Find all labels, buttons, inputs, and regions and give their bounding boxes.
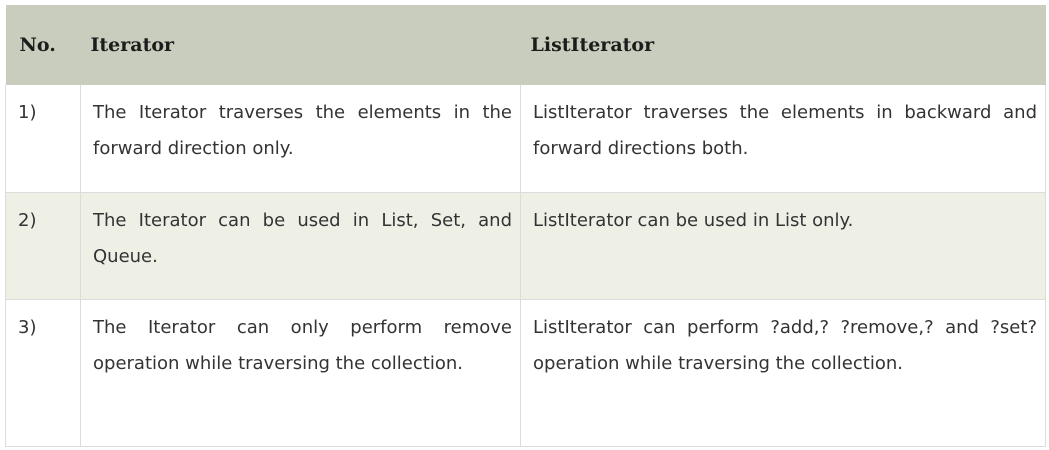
list-iterator-cell: ListIterator can perform ?add,? ?remove,… <box>520 299 1046 447</box>
table-row: 1) The Iterator traverses the elements i… <box>5 85 1046 193</box>
header-iterator: Iterator <box>80 5 521 85</box>
header-list-iterator: ListIterator <box>520 5 1046 85</box>
list-iterator-cell: ListIterator traverses the elements in b… <box>520 85 1046 193</box>
row-number: 3) <box>5 299 81 447</box>
row-number: 2) <box>5 192 81 300</box>
iterator-cell: The Iterator can only perform remove ope… <box>80 299 521 447</box>
row-number: 1) <box>5 85 81 193</box>
header-row: No. Iterator ListIterator <box>5 5 1046 85</box>
table-row: 2) The Iterator can be used in List, Set… <box>5 192 1046 300</box>
comparison-table: No. Iterator ListIterator 1) The Iterato… <box>5 5 1046 447</box>
table-body: 1) The Iterator traverses the elements i… <box>5 85 1046 447</box>
iterator-cell: The Iterator can be used in List, Set, a… <box>80 192 521 300</box>
header-no: No. <box>5 5 81 85</box>
table-row: 3) The Iterator can only perform remove … <box>5 299 1046 447</box>
table-header: No. Iterator ListIterator <box>5 5 1046 85</box>
list-iterator-cell: ListIterator can be used in List only. <box>520 192 1046 300</box>
iterator-cell: The Iterator traverses the elements in t… <box>80 85 521 193</box>
